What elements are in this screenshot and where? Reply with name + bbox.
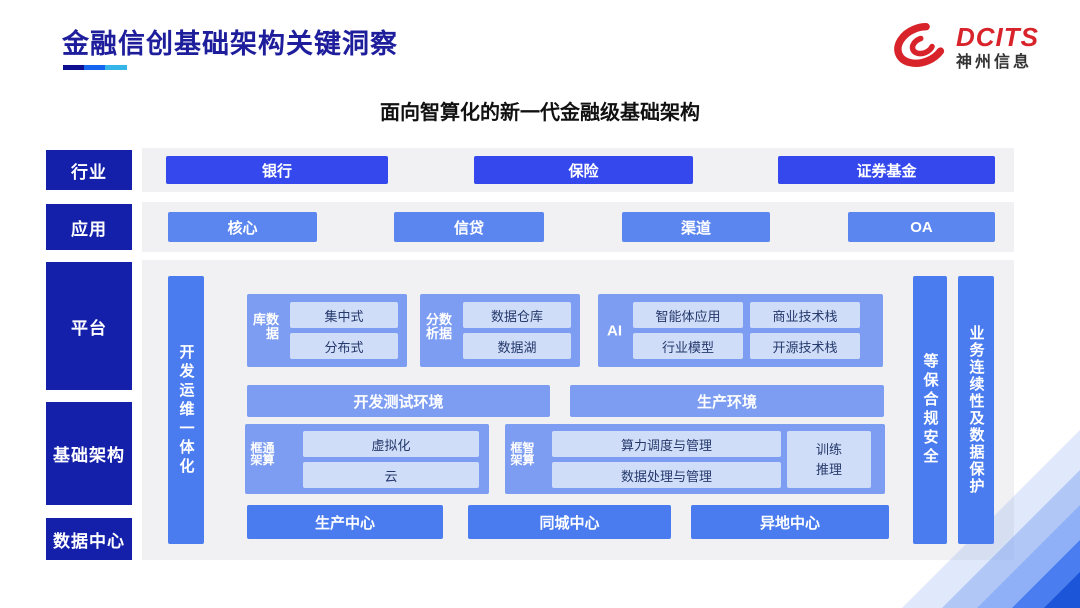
group-data-analytics: 数据分析 数据仓库 数据湖 <box>420 294 580 367</box>
group-data-analytics-label: 数据分析 <box>424 312 452 341</box>
dcits-logo: DCITS 神州信息 <box>890 16 1060 78</box>
page-title: 金融信创基础架构关键洞察 <box>62 29 398 59</box>
logo-company-text: 神州信息 <box>956 53 1033 71</box>
group-general-compute: 通算框架 虚拟化 云 <box>245 424 489 494</box>
group-database-label: 数据库 <box>251 312 279 341</box>
industry-item-insurance: 保险 <box>474 156 693 184</box>
group-ai: AI 智能体应用 商业技术栈 行业模型 开源技术栈 <box>598 294 883 367</box>
layer-label-datacenter: 数据中心 <box>46 518 132 560</box>
chip-data-warehouse: 数据仓库 <box>463 302 571 328</box>
group-intelligent-compute-label: 智算框架 <box>509 441 535 466</box>
group-general-compute-label: 通算框架 <box>249 441 275 466</box>
chip-centralized: 集中式 <box>290 302 398 328</box>
chip-cloud: 云 <box>303 462 479 488</box>
logo-swirl-icon <box>890 18 952 77</box>
application-item-channel: 渠道 <box>622 212 770 242</box>
devops-integration-label: 开发运维一体化 <box>177 343 195 477</box>
center-production: 生产中心 <box>247 505 443 539</box>
title-underline-segment <box>84 65 105 70</box>
chip-compute-scheduling: 算力调度与管理 <box>552 431 781 457</box>
group-intelligent-compute: 智算框架 算力调度与管理 数据处理与管理 训练推理 <box>505 424 885 494</box>
layer-label-infrastructure: 基础架构 <box>46 402 132 505</box>
chip-data-processing: 数据处理与管理 <box>552 462 781 488</box>
layer-label-application: 应用 <box>46 204 132 250</box>
business-continuity-label: 业务连续性及数据保护 <box>967 325 985 495</box>
chip-industry-model: 行业模型 <box>633 333 743 359</box>
env-production-bar: 生产环境 <box>570 385 884 417</box>
chip-data-lake: 数据湖 <box>463 333 571 359</box>
title-underline-segment <box>63 65 84 70</box>
application-item-oa: OA <box>848 212 995 242</box>
chip-commercial-stack: 商业技术栈 <box>750 302 860 328</box>
chip-open-source-stack: 开源技术栈 <box>750 333 860 359</box>
env-dev-test-bar: 开发测试环境 <box>247 385 550 417</box>
center-same-city: 同城中心 <box>468 505 671 539</box>
business-continuity-bar: 业务连续性及数据保护 <box>958 276 994 544</box>
security-compliance-label: 等保合规安全 <box>921 353 939 467</box>
industry-item-bank: 银行 <box>166 156 388 184</box>
group-database: 数据库 集中式 分布式 <box>247 294 407 367</box>
devops-integration-bar: 开发运维一体化 <box>168 276 204 544</box>
group-ai-label: AI <box>607 322 622 339</box>
chip-training-inference: 训练推理 <box>787 431 871 488</box>
chip-agent-application: 智能体应用 <box>633 302 743 328</box>
diagram-subtitle: 面向智算化的新一代金融级基础架构 <box>380 102 700 124</box>
center-remote: 异地中心 <box>691 505 889 539</box>
application-item-credit: 信贷 <box>394 212 544 242</box>
industry-item-securities-funds: 证券基金 <box>778 156 995 184</box>
security-compliance-bar: 等保合规安全 <box>913 276 947 544</box>
logo-brand-text: DCITS <box>956 21 1039 52</box>
chip-distributed: 分布式 <box>290 333 398 359</box>
title-underline-segment <box>105 65 127 70</box>
layer-label-platform: 平台 <box>46 262 132 390</box>
chip-virtualization: 虚拟化 <box>303 431 479 457</box>
layer-label-industry: 行业 <box>46 150 132 190</box>
application-item-core: 核心 <box>168 212 317 242</box>
